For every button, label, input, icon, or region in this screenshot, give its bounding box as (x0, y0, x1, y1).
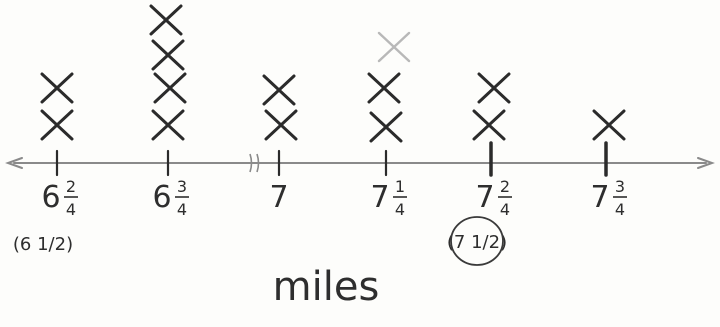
x-mark (477, 72, 511, 104)
x-mark (264, 109, 298, 141)
tick-label-whole: 7 (590, 180, 609, 215)
tick-label-denominator: 4 (177, 200, 187, 219)
x-mark (592, 109, 626, 141)
axis-label: miles (273, 264, 380, 310)
tick-label-whole: 6 (152, 180, 171, 215)
tick-label-denominator: 4 (66, 200, 76, 219)
x-mark (367, 72, 401, 104)
x-mark (369, 111, 403, 143)
tick-label-denominator: 4 (395, 200, 405, 219)
x-mark (153, 72, 187, 104)
alt-label: (7 1/2) (447, 232, 507, 253)
tick-label-numerator: 2 (66, 177, 76, 196)
tick-label-whole: 6 (41, 180, 60, 215)
tick-label-denominator: 4 (500, 200, 510, 219)
x-mark (40, 72, 74, 104)
x-mark (262, 74, 296, 106)
left-arrow-icon (5, 157, 23, 169)
tick-label-whole: 7 (269, 180, 288, 215)
tick-label: 7 (269, 180, 288, 215)
tick-label-denominator: 4 (615, 200, 625, 219)
tick-label-numerator: 3 (615, 177, 625, 196)
x-mark (40, 109, 74, 141)
alt-label: (6 1/2) (13, 234, 73, 255)
tick-label-numerator: 1 (395, 177, 405, 196)
x-mark (151, 39, 185, 71)
x-mark (472, 109, 506, 141)
tick-label-whole: 7 (370, 180, 389, 215)
x-mark (151, 109, 185, 141)
axis-break-mark (249, 153, 260, 173)
tick-label-whole: 7 (475, 180, 494, 215)
x-mark (149, 4, 183, 36)
right-arrow-icon (697, 157, 715, 169)
faint-x-mark (377, 31, 411, 63)
tick-label-numerator: 3 (177, 177, 187, 196)
circle-annotation (450, 216, 504, 266)
tick-label-numerator: 2 (500, 177, 510, 196)
